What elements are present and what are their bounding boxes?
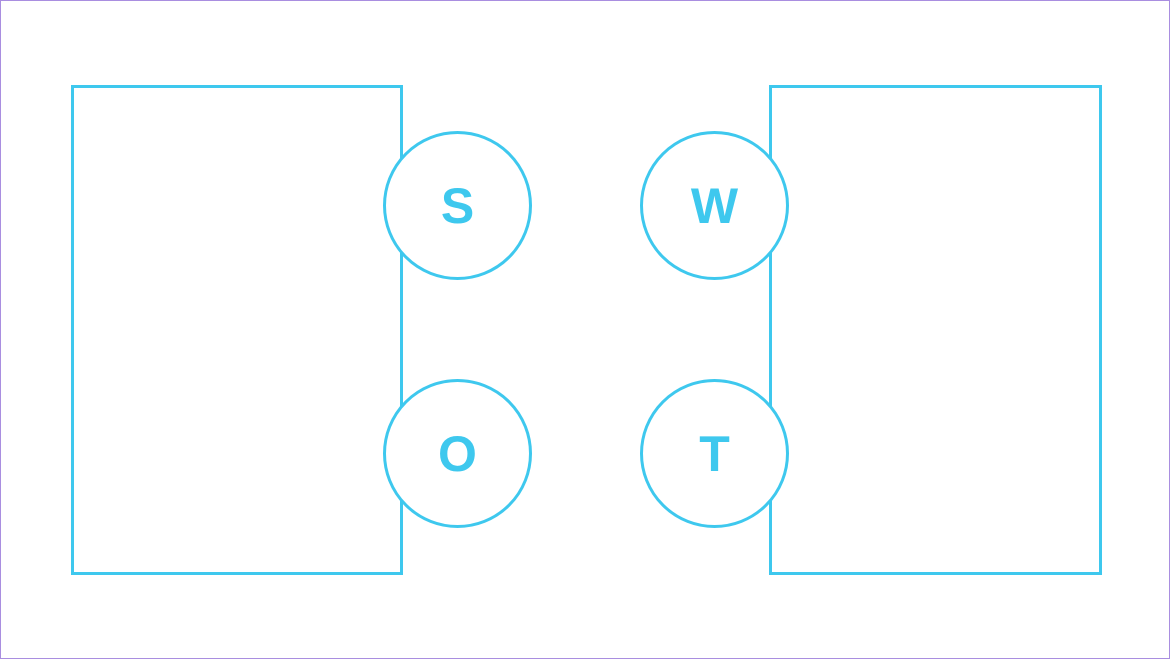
strengths-circle: S [383,131,532,280]
right-panel [769,85,1102,575]
threats-circle: T [640,379,789,528]
strengths-letter: S [440,177,475,234]
opportunities-circle: O [383,379,532,528]
weaknesses-letter: W [690,177,739,234]
left-panel [71,85,403,575]
weaknesses-circle: W [640,131,789,280]
opportunities-letter: O [438,425,477,482]
threats-letter: T [699,425,730,482]
